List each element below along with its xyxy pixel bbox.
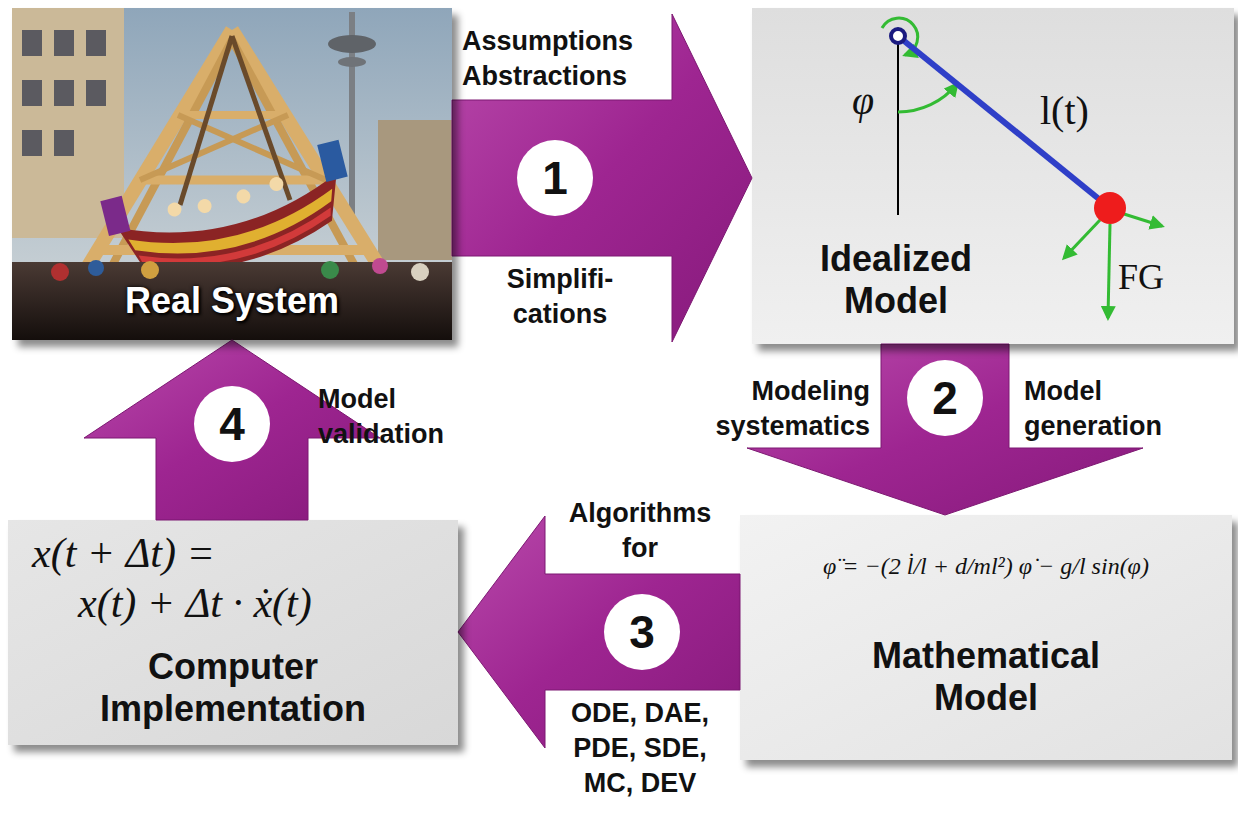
fairground-photo — [54, 130, 74, 156]
step-note: Model validation — [318, 382, 458, 452]
angle-symbol: φ — [852, 78, 892, 124]
fairground-photo — [196, 198, 213, 215]
fairground-photo — [54, 80, 74, 106]
fairground-photo — [51, 263, 69, 281]
fairground-photo — [54, 30, 74, 56]
block-arrow — [452, 14, 752, 342]
pendulum-sketch — [1064, 220, 1100, 258]
step-note: Assumptions Abstractions — [462, 24, 662, 94]
fairground-photo — [317, 140, 348, 182]
photo-box: Real System — [12, 8, 452, 340]
fairground-photo — [22, 30, 42, 56]
fairground-photo — [180, 36, 232, 205]
step-number: 3 — [604, 594, 680, 670]
equation-box: φ̈ = −(2 l̇/l + d/ml²) φ̇ − g/l sin(φ) Ma… — [740, 515, 1232, 760]
pendulum-sketch — [898, 84, 957, 112]
step-note: Modeling systematics — [690, 374, 870, 444]
fairground-photo — [12, 8, 452, 340]
pendulum-sketch — [1124, 214, 1162, 226]
box-title: Idealized Model — [776, 238, 1016, 322]
fairground-photo — [100, 196, 130, 236]
fairground-photo — [411, 263, 429, 281]
fairground-photo — [268, 176, 285, 193]
box-title: Mathematical Model — [836, 635, 1136, 719]
fairground-photo — [88, 260, 104, 276]
fairground-photo — [86, 80, 106, 106]
length-symbol: l(t) — [1040, 88, 1120, 134]
force-symbol: FG — [1118, 256, 1198, 298]
fairground-photo — [338, 57, 366, 67]
fairground-photo — [178, 111, 288, 119]
step-note: Model generation — [1024, 374, 1224, 444]
fairground-photo — [235, 188, 252, 205]
step-number: 1 — [517, 140, 593, 216]
fairground-photo — [12, 262, 452, 340]
motion-equation: φ̈ = −(2 l̇/l + d/ml²) φ̇ − g/l sin(φ) — [754, 551, 1218, 581]
step-number: 2 — [907, 360, 983, 436]
fairground-photo — [166, 201, 183, 218]
step-number: 4 — [194, 386, 270, 462]
fairground-photo — [328, 35, 376, 53]
model-ground — [752, 8, 1234, 344]
step-note: Algorithms for — [552, 496, 728, 566]
fairground-photo — [378, 120, 452, 260]
fairground-photo — [372, 258, 388, 274]
pendulum-sketch — [1108, 224, 1110, 318]
box-title: Computer Implementation — [68, 646, 398, 730]
fairground-photo — [22, 80, 42, 106]
code-box: x(t + Δt) = x(t) + Δt · ẋ(t) Computer Imp… — [8, 520, 458, 745]
pendulum-sketch — [1094, 192, 1126, 224]
step-note: ODE, DAE, PDE, SDE, MC, DEV — [552, 696, 728, 801]
pendulum-sketch — [891, 29, 905, 43]
step-note: Simplifi- cations — [480, 262, 640, 332]
code-ground — [8, 520, 458, 745]
equation-ground — [740, 515, 1232, 760]
fairground-photo — [141, 261, 159, 279]
box-title: Real System — [12, 280, 452, 322]
fairground-photo — [140, 176, 326, 185]
fairground-photo — [232, 36, 290, 200]
update-formula: x(t + Δt) = x(t) + Δt · ẋ(t) — [22, 528, 444, 628]
fairground-photo — [86, 30, 106, 56]
fairground-photo — [22, 130, 42, 156]
fairground-photo — [321, 261, 339, 279]
pendulum-sketch — [897, 44, 899, 215]
